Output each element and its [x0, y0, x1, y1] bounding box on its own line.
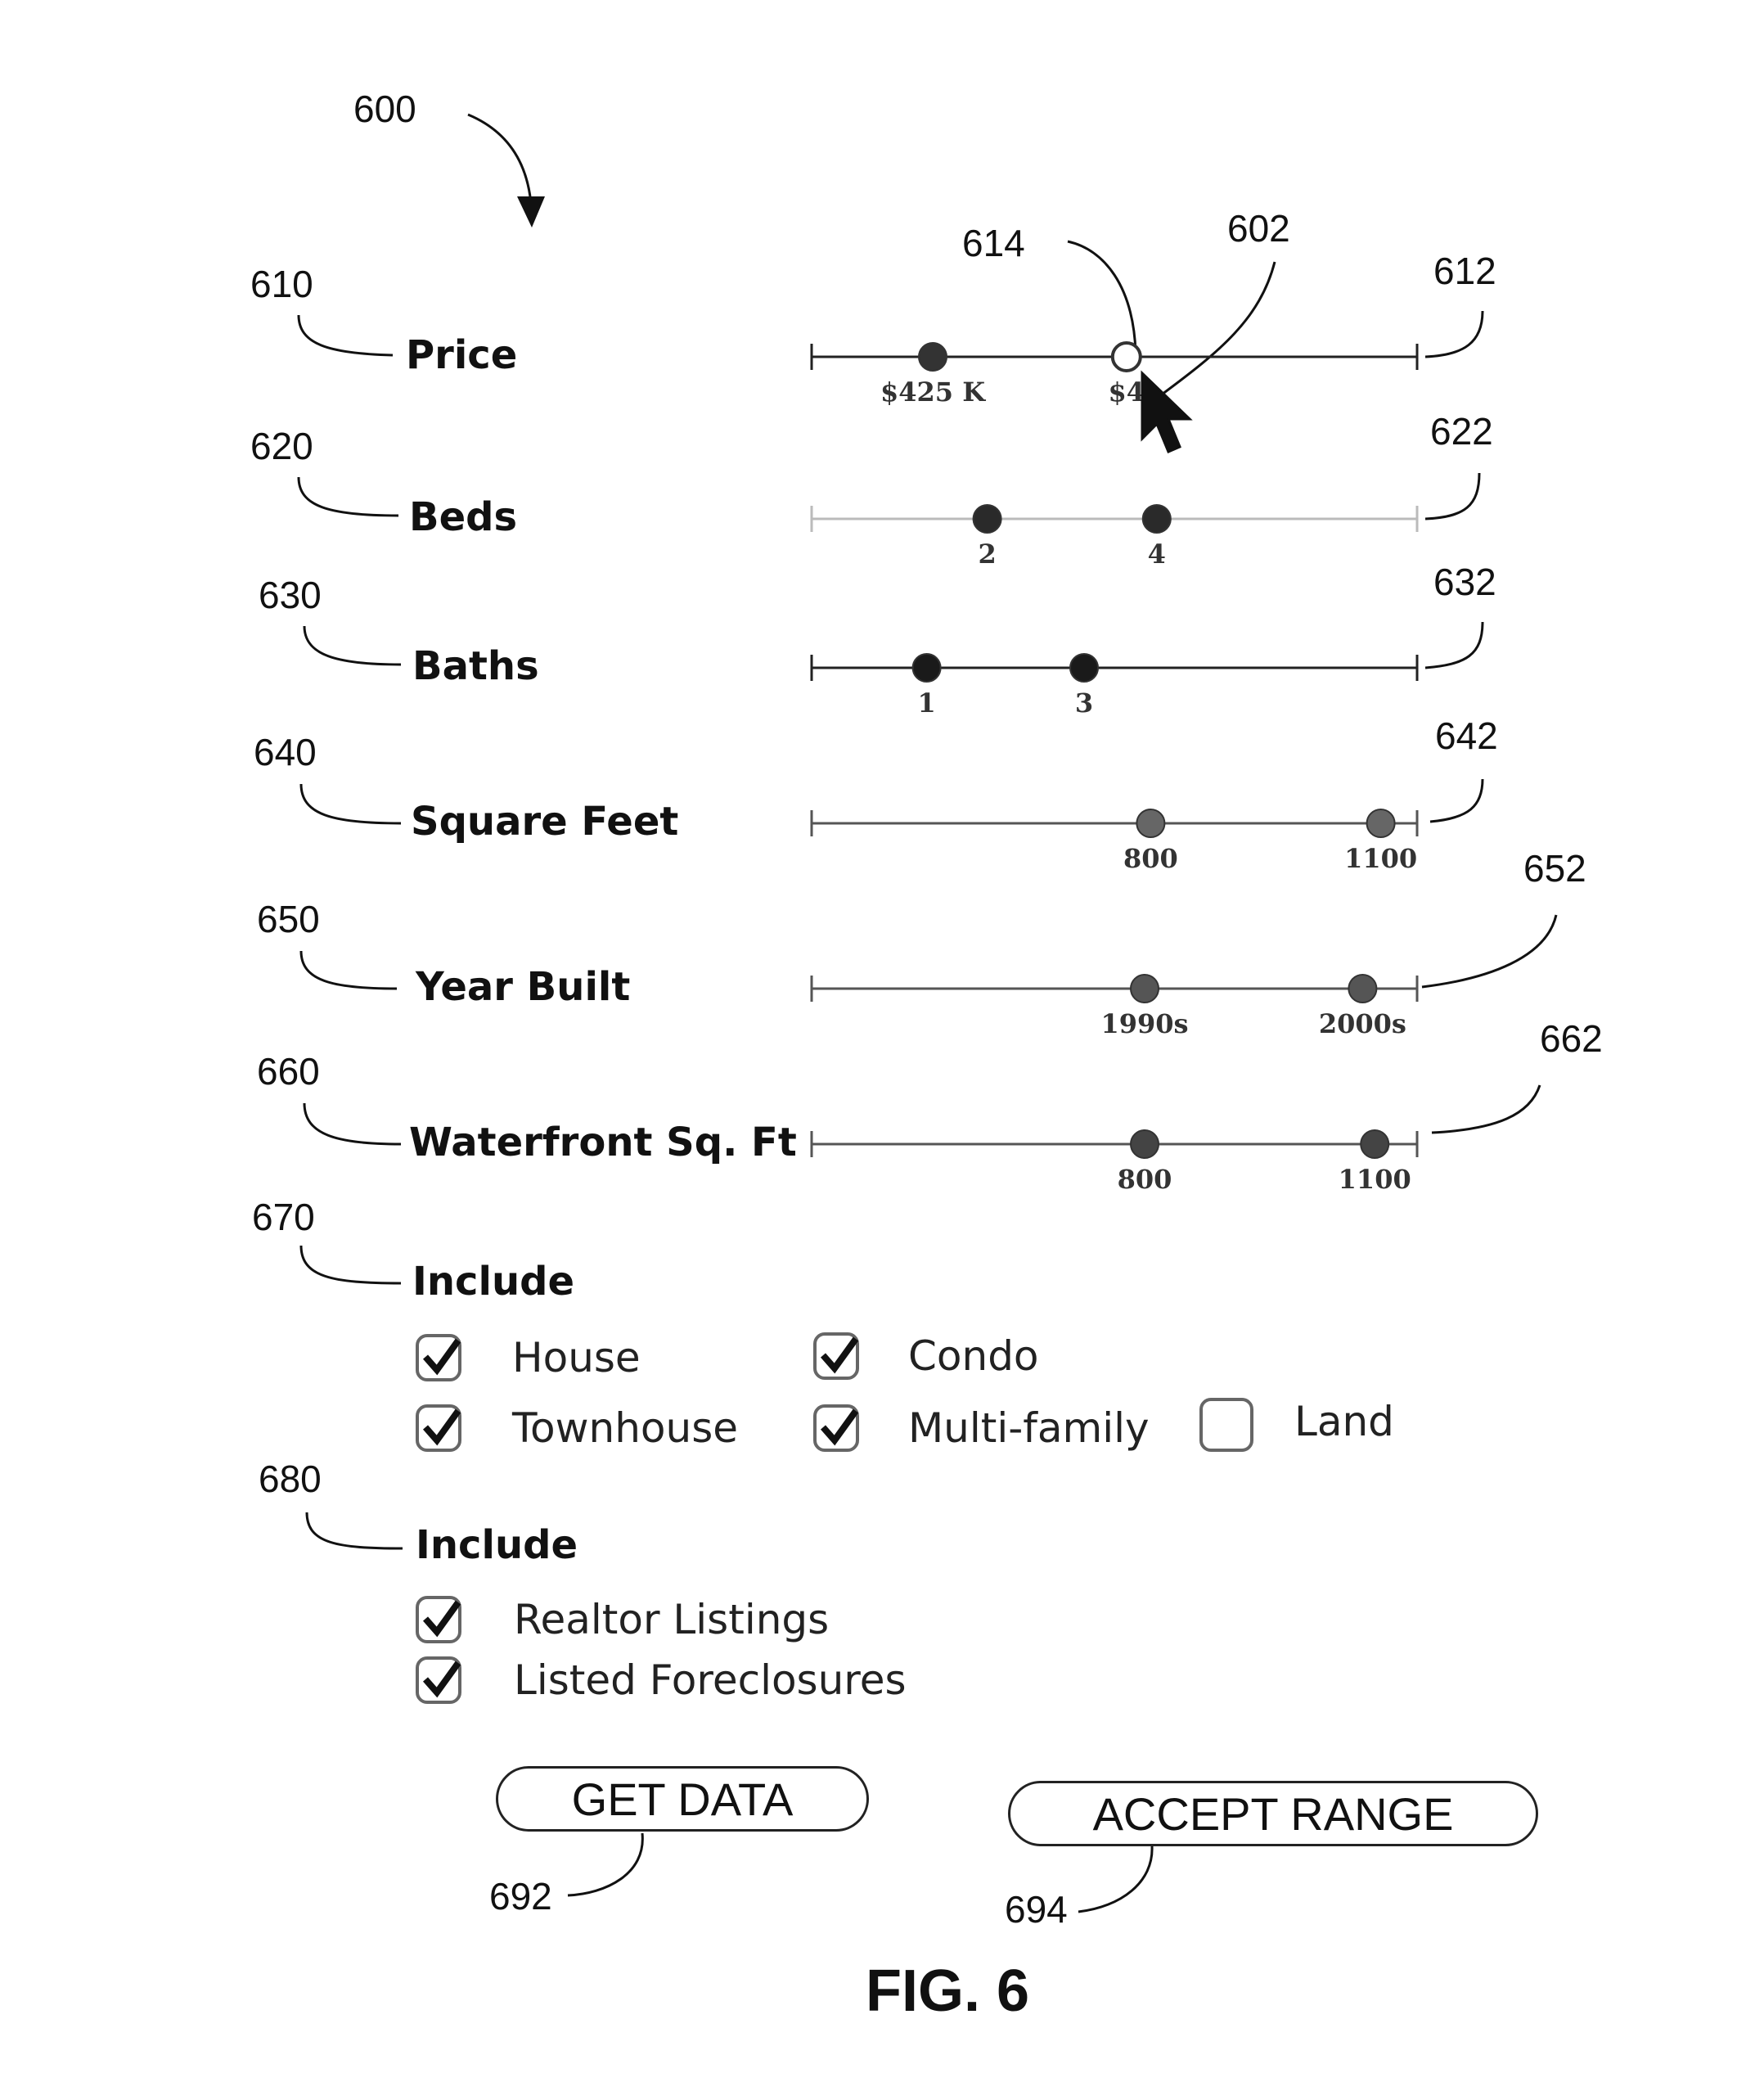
- leader-660: [304, 1103, 401, 1144]
- get-data-button[interactable]: GET DATA: [496, 1766, 869, 1832]
- beds-max-value: 4: [1148, 539, 1166, 570]
- accept-range-ref-label: 694: [1005, 1887, 1068, 1931]
- year-built-ref-right: 652: [1523, 846, 1586, 890]
- beds-ref-left: 620: [250, 424, 313, 468]
- year-built-label: Year Built: [416, 964, 630, 1010]
- realtor-listings-label: Realtor Listings: [514, 1596, 829, 1643]
- baths-label: Baths: [412, 643, 539, 689]
- beds-min-value: 2: [978, 539, 996, 570]
- leader-612: [1425, 311, 1483, 357]
- square-feet-label: Square Feet: [411, 799, 678, 845]
- listed-foreclosures-label: Listed Foreclosures: [514, 1656, 907, 1704]
- checkmark-icon: [421, 1336, 461, 1381]
- year-built-max-value: 2000s: [1319, 1008, 1406, 1039]
- waterfront-sq-ft-label: Waterfront Sq. Ft: [409, 1120, 797, 1165]
- checkmark-icon: [421, 1658, 461, 1704]
- square-feet-max-value: 1100: [1344, 843, 1417, 874]
- price-slider[interactable]: [795, 332, 1433, 381]
- get-data-ref-label: 692: [489, 1874, 552, 1918]
- waterfront-sq-ft-slider[interactable]: [795, 1120, 1433, 1169]
- figure-caption: FIG. 6: [866, 1958, 1029, 2025]
- price-min-value: $425 K: [880, 376, 985, 408]
- price-ref-right: 612: [1433, 249, 1496, 293]
- include-types-ref-label: 670: [252, 1195, 315, 1239]
- beds-label: Beds: [409, 494, 517, 540]
- checkmark-icon: [421, 1406, 461, 1452]
- cursor-ref-label: 602: [1227, 206, 1290, 250]
- baths-min-handle[interactable]: [913, 654, 941, 682]
- accept-range-button[interactable]: ACCEPT RANGE: [1008, 1781, 1538, 1846]
- price-min-handle[interactable]: [919, 343, 947, 371]
- leader-630: [304, 626, 401, 665]
- leader-632: [1425, 622, 1483, 668]
- price-max-handle[interactable]: [1113, 343, 1141, 371]
- square-feet-min-handle[interactable]: [1136, 809, 1164, 837]
- square-feet-min-value: 800: [1123, 843, 1178, 874]
- include-listings-ref-label: 680: [259, 1457, 322, 1501]
- house-label: House: [512, 1334, 641, 1381]
- square-feet-ref-left: 640: [254, 730, 317, 774]
- leader-642: [1430, 779, 1483, 822]
- townhouse-checkbox[interactable]: [416, 1404, 461, 1452]
- leader-640: [301, 784, 401, 823]
- leader-692: [568, 1833, 642, 1895]
- year-built-max-handle[interactable]: [1348, 975, 1376, 1003]
- condo-checkbox[interactable]: [813, 1332, 859, 1380]
- leader-662: [1432, 1085, 1540, 1133]
- beds-min-handle[interactable]: [974, 505, 1001, 533]
- include-types-title: Include: [412, 1259, 574, 1305]
- year-built-min-value: 1990s: [1100, 1008, 1188, 1039]
- baths-slider[interactable]: [795, 643, 1433, 692]
- waterfront-sq-ft-max-value: 1100: [1339, 1164, 1411, 1195]
- square-feet-ref-right: 642: [1435, 714, 1498, 758]
- multi-family-checkbox[interactable]: [813, 1404, 859, 1452]
- baths-max-value: 3: [1075, 687, 1093, 719]
- realtor-listings-checkbox[interactable]: [416, 1596, 461, 1643]
- leader-610: [299, 315, 393, 355]
- land-label: Land: [1294, 1398, 1394, 1445]
- include-listings-title: Include: [416, 1522, 578, 1568]
- checkmark-icon: [818, 1334, 859, 1380]
- baths-min-value: 1: [917, 687, 935, 719]
- leader-620: [299, 477, 398, 516]
- waterfront-sq-ft-max-handle[interactable]: [1361, 1130, 1388, 1158]
- house-checkbox[interactable]: [416, 1334, 461, 1381]
- waterfront-sq-ft-min-value: 800: [1118, 1164, 1172, 1195]
- land-checkbox[interactable]: [1199, 1398, 1253, 1452]
- figure-arrowhead: [517, 196, 545, 228]
- leader-680: [307, 1512, 403, 1548]
- beds-slider[interactable]: [795, 494, 1433, 543]
- mouse-cursor-icon: [1139, 370, 1196, 460]
- price-label: Price: [406, 332, 517, 378]
- baths-ref-left: 630: [259, 573, 322, 617]
- leader-650: [301, 951, 397, 989]
- leader-652: [1422, 915, 1556, 987]
- price-ref-left: 610: [250, 262, 313, 306]
- year-built-slider[interactable]: [795, 964, 1433, 1013]
- townhouse-label: Townhouse: [512, 1404, 738, 1452]
- year-built-min-handle[interactable]: [1131, 975, 1159, 1003]
- baths-ref-right: 632: [1433, 560, 1496, 604]
- beds-max-handle[interactable]: [1143, 505, 1171, 533]
- leader-694: [1078, 1846, 1152, 1912]
- year-built-ref-left: 650: [257, 897, 320, 941]
- square-feet-slider[interactable]: [795, 799, 1433, 848]
- multi-family-label: Multi-family: [908, 1404, 1150, 1452]
- waterfront-sq-ft-ref-right: 662: [1540, 1016, 1603, 1061]
- square-feet-max-handle[interactable]: [1367, 809, 1395, 837]
- beds-ref-right: 622: [1430, 409, 1493, 453]
- pointer-ref-label: 614: [962, 221, 1025, 265]
- leader-670: [301, 1246, 401, 1283]
- baths-max-handle[interactable]: [1070, 654, 1098, 682]
- condo-label: Condo: [908, 1332, 1039, 1380]
- checkmark-icon: [421, 1598, 461, 1643]
- listed-foreclosures-checkbox[interactable]: [416, 1656, 461, 1704]
- waterfront-sq-ft-min-handle[interactable]: [1131, 1130, 1159, 1158]
- waterfront-sq-ft-ref-left: 660: [257, 1049, 320, 1093]
- checkmark-icon: [818, 1406, 859, 1452]
